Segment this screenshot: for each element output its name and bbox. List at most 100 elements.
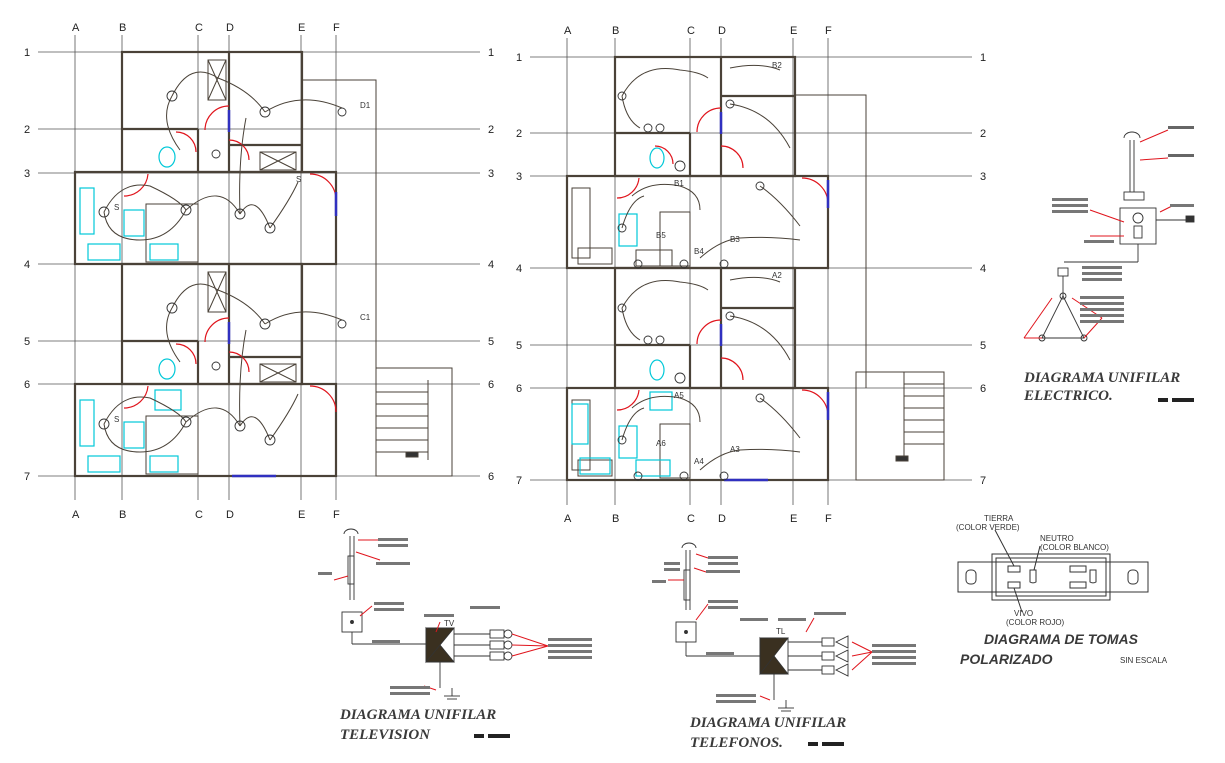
plan2-row-labels-left: 1 2 3 4 5 6 7 bbox=[516, 52, 522, 487]
scale-bar bbox=[474, 734, 484, 738]
plan2-outlet-labels: B2 B1 B5 B4 B3 A2 A5 A6 A3 A4 bbox=[656, 61, 782, 466]
tel-diagram-notes: TL bbox=[652, 556, 916, 703]
grid-label: B bbox=[119, 22, 126, 34]
tv-diagram-lines bbox=[341, 528, 513, 700]
electric-title-line1: DIAGRAMA UNIFILAR bbox=[1023, 370, 1180, 386]
label-a3: A3 bbox=[730, 445, 740, 454]
label-s: S bbox=[296, 175, 301, 184]
grid-label: 6 bbox=[516, 383, 522, 395]
grid-label: D bbox=[226, 509, 234, 521]
plan1-walls bbox=[73, 50, 338, 478]
grid-label: C bbox=[195, 509, 203, 521]
sin-escala-label: SIN ESCALA bbox=[1120, 656, 1168, 665]
tv-label: TV bbox=[444, 619, 455, 628]
grid-label: 1 bbox=[516, 52, 522, 64]
label-tierra: TIERRA bbox=[984, 514, 1014, 523]
grid-label: E bbox=[298, 22, 305, 34]
grid-label: C bbox=[687, 513, 695, 525]
grid-label: 3 bbox=[516, 171, 522, 183]
tel-title-line1: DIAGRAMA UNIFILAR bbox=[689, 715, 846, 731]
label-neutro: NEUTRO bbox=[1040, 534, 1074, 543]
plan1-grid-verticals bbox=[74, 35, 337, 500]
scale-bar bbox=[1158, 398, 1168, 402]
plan1-doors bbox=[123, 105, 337, 413]
electric-diagram-notes bbox=[1052, 126, 1194, 323]
grid-label: 4 bbox=[980, 263, 986, 275]
label-a2: A2 bbox=[772, 271, 782, 280]
grid-label: 4 bbox=[516, 263, 522, 275]
label-s: S bbox=[114, 415, 119, 424]
grid-label: F bbox=[825, 513, 832, 525]
tel-label: TL bbox=[776, 627, 786, 636]
grid-label: 7 bbox=[24, 471, 30, 483]
label-b5: B5 bbox=[656, 231, 666, 240]
television-diagram: TV DIAGRAMA UNIFILAR TELEVISION bbox=[318, 528, 592, 743]
grid-label: D bbox=[718, 25, 726, 37]
plan2-walls bbox=[565, 55, 830, 482]
scale-bar bbox=[1172, 398, 1194, 402]
electric-title-line2: ELECTRICO. bbox=[1023, 388, 1113, 404]
outlet-plate bbox=[957, 529, 1149, 613]
plan2-outlets bbox=[617, 91, 765, 481]
grid-label: 5 bbox=[488, 336, 494, 348]
tv-title-line1: DIAGRAMA UNIFILAR bbox=[339, 707, 496, 723]
plan1-column-labels-bottom: A B C D E F bbox=[72, 509, 340, 521]
grid-label: A bbox=[72, 22, 80, 34]
label-b4: B4 bbox=[694, 247, 704, 256]
grid-label: 5 bbox=[24, 336, 30, 348]
grid-label: 6 bbox=[488, 471, 494, 483]
grid-label: 1 bbox=[488, 47, 494, 59]
grid-label: 3 bbox=[488, 168, 494, 180]
plan2-doors bbox=[616, 107, 829, 417]
grid-label: 7 bbox=[516, 475, 522, 487]
label-b3: B3 bbox=[730, 235, 740, 244]
grid-label: A bbox=[564, 513, 572, 525]
plan1-walls-thin bbox=[145, 59, 453, 477]
label-s: S bbox=[114, 203, 119, 212]
label-neutro-color: (COLOR BLANCO) bbox=[1040, 543, 1109, 552]
grid-label: A bbox=[72, 509, 80, 521]
plan2-row-labels-right: 1 2 3 4 5 6 7 bbox=[980, 52, 986, 487]
plan1-row-labels-right: 1 2 3 4 5 6 6 bbox=[488, 47, 494, 483]
grid-label: 4 bbox=[488, 259, 494, 271]
grid-label: 4 bbox=[24, 259, 30, 271]
plan2-column-labels-top: A B C D E F bbox=[564, 25, 832, 37]
label-d1: D1 bbox=[360, 101, 371, 110]
grid-label: 2 bbox=[516, 128, 522, 140]
tomas-title-line1: DIAGRAMA DE TOMAS bbox=[984, 631, 1139, 647]
plan1-column-labels-top: A B C D E F bbox=[72, 22, 340, 34]
grid-label: F bbox=[333, 22, 340, 34]
label-a6: A6 bbox=[656, 439, 666, 448]
grid-label: 5 bbox=[980, 340, 986, 352]
label-a4: A4 bbox=[694, 457, 704, 466]
grid-label: 3 bbox=[980, 171, 986, 183]
plan1-circuits bbox=[103, 71, 343, 453]
tel-diagram-red-leaders bbox=[668, 553, 873, 701]
plan2-grid-verticals bbox=[566, 38, 829, 505]
scale-bar bbox=[488, 734, 510, 738]
tv-diagram-notes: TV bbox=[318, 538, 592, 695]
plan-1: A B C D E F A B C D E F 1 2 3 4 5 6 7 1 … bbox=[24, 22, 494, 521]
grid-label: 2 bbox=[980, 128, 986, 140]
grid-label: E bbox=[298, 509, 305, 521]
plan1-fixtures bbox=[79, 146, 182, 473]
grid-label: 6 bbox=[980, 383, 986, 395]
plan1-row-labels-left: 1 2 3 4 5 6 7 bbox=[24, 47, 30, 483]
plan2-column-labels-bottom: A B C D E F bbox=[564, 513, 832, 525]
grid-label: D bbox=[226, 22, 234, 34]
grid-label: 6 bbox=[24, 379, 30, 391]
plan2-walls-thin bbox=[571, 94, 945, 481]
label-a5: A5 bbox=[674, 391, 684, 400]
grid-label: 3 bbox=[24, 168, 30, 180]
label-b2: B2 bbox=[772, 61, 782, 70]
label-tierra-color: (COLOR VERDE) bbox=[956, 523, 1020, 532]
grid-label: 2 bbox=[24, 124, 30, 136]
grid-label: 5 bbox=[516, 340, 522, 352]
label-vivo: VIVO bbox=[1014, 609, 1033, 618]
plan2-windows bbox=[719, 112, 830, 482]
grid-label: C bbox=[195, 22, 203, 34]
label-c1: C1 bbox=[360, 313, 371, 322]
grid-label: A bbox=[564, 25, 572, 37]
grid-label: 6 bbox=[488, 379, 494, 391]
